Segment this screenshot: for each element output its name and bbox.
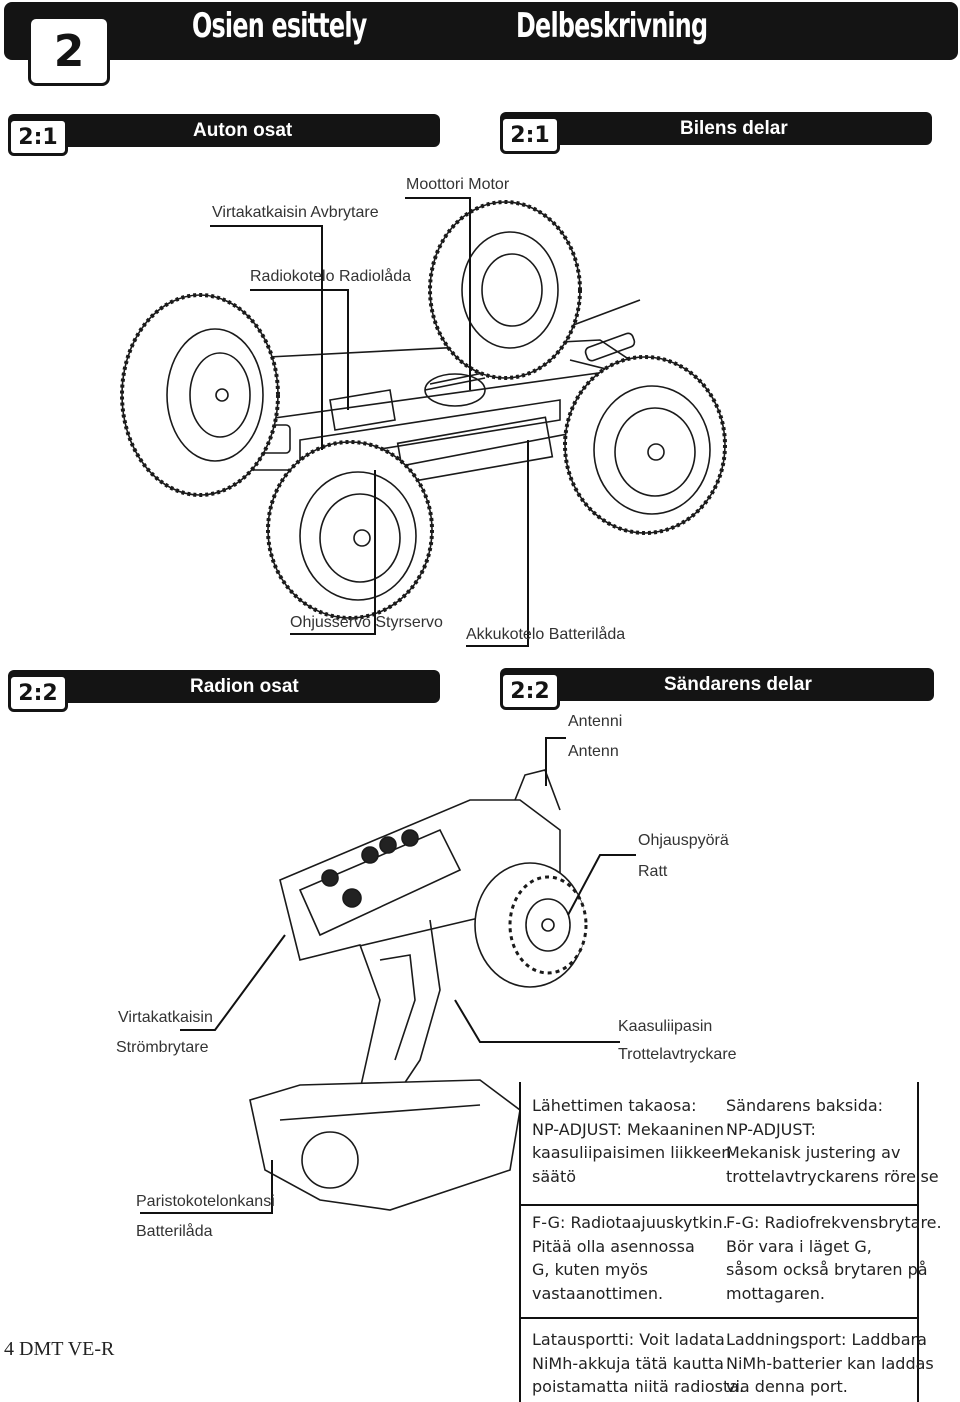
wheel-front-right	[563, 355, 727, 535]
label-motor: Moottori Motor	[406, 176, 510, 193]
note-line: Lähettimen takaosa:	[532, 1096, 697, 1115]
section-radio-fi-bar	[8, 670, 440, 703]
note-line: Latausportti: Voit ladata	[532, 1330, 725, 1349]
section-radio-sv-bar	[500, 668, 934, 701]
note-line: Sändarens baksida:	[726, 1096, 884, 1115]
note-sv-fg: F-G: Radiofrekvensbrytare. Bör vara i lä…	[726, 1211, 942, 1305]
note-sv-back: Sändarens baksida: NP-ADJUST: Mekanisk j…	[726, 1094, 939, 1188]
note-fi-back: Lähettimen takaosa: NP-ADJUST: Mekaanine…	[532, 1094, 731, 1188]
wheel-back-left	[120, 293, 280, 497]
note-line: F-G: Radiofrekvensbrytare.	[726, 1213, 942, 1232]
wheel-front-left	[266, 440, 434, 620]
chapter-number: 2	[28, 16, 110, 86]
note-line: via denna port.	[726, 1377, 848, 1396]
label-switch-sv: Strömbrytare	[116, 1039, 209, 1056]
section-car-sv-number: 2:1	[500, 116, 560, 154]
note-line: kaasuliipaisimen liikkeen	[532, 1143, 732, 1162]
transmitter-illustration	[249, 769, 588, 1211]
page-footer: 4 DMT VE-R	[4, 1338, 115, 1360]
note-line: poistamatta niitä radiosta.	[532, 1377, 745, 1396]
note-line: Mekanisk justering av	[726, 1143, 901, 1162]
note-fi-port: Latausportti: Voit ladata NiMh-akkuja tä…	[532, 1328, 744, 1399]
label-battery-box: Akkukotelo Batterilåda	[466, 626, 626, 643]
truck-illustration	[120, 200, 727, 620]
title-sv: Delbeskrivning	[516, 6, 708, 46]
note-line: NiMh-batterier kan laddas	[726, 1353, 934, 1373]
note-sv-port: Laddningsport: Laddbara NiMh-batterier k…	[726, 1328, 934, 1399]
note-line: G, kuten myös	[532, 1260, 649, 1279]
section-radio-fi-title: Radion osat	[190, 676, 299, 697]
note-line: Laddningsport: Laddbara	[726, 1330, 927, 1349]
section-car-fi-title: Auton osat	[193, 120, 293, 141]
label-antenna-sv: Antenn	[568, 743, 619, 760]
label-radio-box: Radiokotelo Radiolåda	[250, 268, 411, 285]
section-radio-sv-title: Sändarens delar	[664, 674, 812, 695]
note-line: F-G: Radiotaajuuskytkin.	[532, 1213, 728, 1232]
label-wheel-fi: Ohjauspyörä	[638, 832, 729, 849]
truck-leader-lines	[210, 197, 529, 647]
note-line: mottagaren.	[726, 1283, 825, 1303]
note-line: NP-ADJUST:	[726, 1119, 816, 1139]
note-line: Bör vara i läget G,	[726, 1236, 872, 1256]
note-line: NiMh-akkuja tätä kautta	[532, 1353, 724, 1373]
note-line: NP-ADJUST: Mekaaninen	[532, 1119, 724, 1139]
label-switch: Virtakatkaisin Avbrytare	[212, 204, 379, 221]
label-wheel-sv: Ratt	[638, 863, 668, 880]
note-line: Pitää olla asennossa	[532, 1236, 695, 1256]
section-radio-sv-number: 2:2	[500, 672, 560, 710]
note-line: såsom också brytaren på	[726, 1260, 928, 1279]
label-throttle-fi: Kaasuliipasin	[618, 1018, 713, 1035]
notes-frame	[519, 1082, 919, 1402]
label-throttle-sv: Trottelavtryckare	[618, 1046, 737, 1063]
section-radio-fi-number: 2:2	[8, 674, 68, 712]
label-steering-servo: Ohjusservo Styrservo	[290, 614, 443, 631]
radio-leader-lines	[140, 737, 636, 1214]
label-battery-cover-fi: Paristokotelonkansi	[136, 1193, 275, 1210]
note-line: vastaanottimen.	[532, 1283, 664, 1303]
label-antenna-fi: Antenni	[568, 713, 623, 730]
label-battery-cover-sv: Batterilåda	[136, 1223, 213, 1240]
section-car-fi-number: 2:1	[8, 118, 68, 156]
section-car-sv-bar	[500, 112, 932, 145]
wheel-back-right	[428, 200, 582, 380]
note-line: trottelavtryckarens rörelse	[726, 1166, 939, 1186]
section-car-sv-title: Bilens delar	[680, 118, 788, 139]
note-line: säätö	[532, 1166, 577, 1186]
header-bar	[4, 2, 958, 60]
title-fi: Osien esittely	[192, 6, 367, 46]
label-switch-fi: Virtakatkaisin	[118, 1009, 213, 1026]
note-fi-fg: F-G: Radiotaajuuskytkin. Pitää olla asen…	[532, 1211, 728, 1305]
section-car-fi-bar	[8, 114, 440, 147]
